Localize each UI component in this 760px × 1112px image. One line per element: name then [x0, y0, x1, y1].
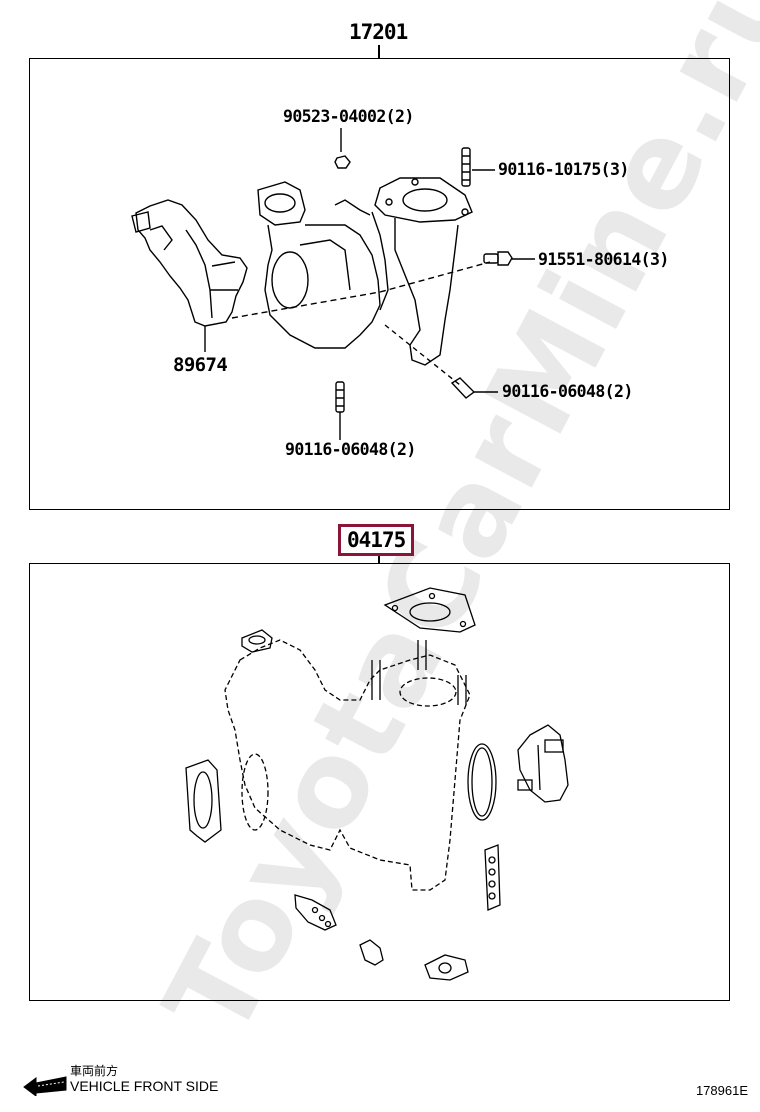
- group-title-04175[interactable]: 04175: [338, 524, 415, 556]
- gasket-kit-drawing: [185, 587, 569, 981]
- clip-icon: [334, 155, 351, 169]
- vehicle-front-label-en: VEHICLE FRONT SIDE: [70, 1078, 219, 1094]
- stud-angled-icon: [450, 377, 476, 399]
- group-title-17201[interactable]: 17201: [349, 20, 408, 44]
- bolt-icon: [483, 251, 513, 266]
- actuator-icon: [131, 199, 248, 327]
- callout-90116-06048-bottom[interactable]: 90116-06048(2): [285, 440, 416, 459]
- fitting-icon: [359, 939, 384, 966]
- group-leader-line: [378, 45, 380, 58]
- figure-id: 178961E: [695, 1083, 748, 1098]
- small-gasket-icon: [241, 629, 273, 653]
- turbine-housing-icon: [371, 177, 473, 366]
- small-flange-icon: [424, 954, 469, 981]
- o-ring-icon: [467, 743, 497, 821]
- stud-vertical-icon: [335, 381, 345, 413]
- callout-89674[interactable]: 89674: [173, 354, 228, 376]
- group-leader-line: [378, 556, 380, 564]
- callout-91551-80614[interactable]: 91551-80614(3): [538, 250, 669, 269]
- flange-gasket-icon: [383, 587, 476, 633]
- diagram-box-turbocharger: [29, 58, 730, 510]
- diagram-box-gasket-kit: [29, 563, 730, 1001]
- left-arrow-icon: [23, 1076, 67, 1096]
- vehicle-front-label-jp: 車両前方: [70, 1064, 119, 1078]
- turbocharger-drawing: [131, 128, 535, 440]
- compressor-housing-icon: [257, 181, 381, 349]
- stud-icon: [461, 147, 471, 187]
- callout-90523-04002[interactable]: 90523-04002(2): [283, 107, 414, 126]
- v-band-clamp-icon: [517, 724, 569, 803]
- square-gasket-icon: [185, 759, 222, 843]
- callout-90116-06048-right[interactable]: 90116-06048(2): [502, 382, 633, 401]
- callout-90116-10175[interactable]: 90116-10175(3): [498, 160, 629, 179]
- oval-gasket-icon: [294, 894, 337, 931]
- turbo-outline-icon: [224, 639, 471, 891]
- strip-gasket-icon: [484, 844, 501, 911]
